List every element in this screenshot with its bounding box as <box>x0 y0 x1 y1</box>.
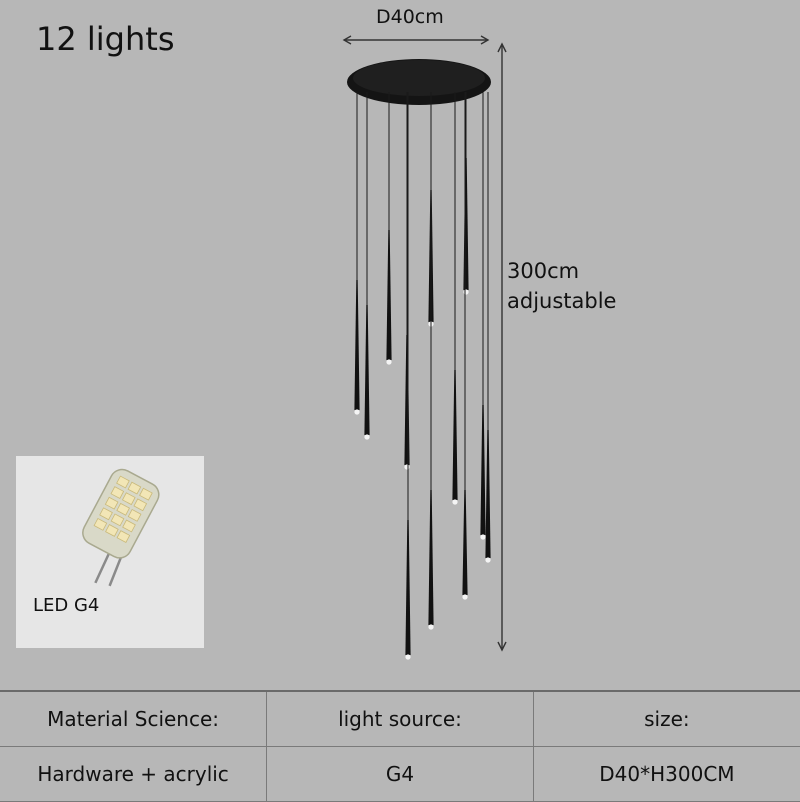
pendant-light <box>354 92 360 415</box>
height-note: adjustable <box>507 289 617 313</box>
spec-header-size: size: <box>532 690 800 747</box>
pendant-light <box>452 92 458 505</box>
pendant-light <box>404 92 410 470</box>
spec-header-row: Material Science: light source: size: <box>0 690 800 747</box>
bulb-label: LED G4 <box>33 595 100 616</box>
diameter-arrow <box>342 35 490 45</box>
spec-header-light-source: light source: <box>266 690 534 747</box>
pendant-light <box>405 92 411 660</box>
height-dimension: 300cm adjustable <box>507 256 616 316</box>
pendant-light <box>386 92 392 365</box>
page-title: 12 lights <box>36 20 175 58</box>
pendant-light <box>485 92 491 563</box>
led-bulb-icon <box>82 468 160 587</box>
pendant-light <box>480 92 486 540</box>
chandelier-illustration <box>342 35 507 660</box>
spec-value-row: Hardware + acrylic G4 D40*H300CM <box>0 746 800 802</box>
pendant-light <box>364 92 370 440</box>
bulb-inset: LED G4 <box>16 456 204 648</box>
height-arrow <box>497 42 507 652</box>
height-label: 300cm <box>507 259 580 283</box>
pendant-light <box>428 92 434 630</box>
spec-value-material: Hardware + acrylic <box>0 746 268 802</box>
pendant-light <box>463 92 469 295</box>
spec-value-size: D40*H300CM <box>532 746 800 802</box>
diameter-label: D40cm <box>376 6 444 28</box>
pendant-group <box>354 92 491 660</box>
spec-header-material: Material Science: <box>0 690 268 747</box>
pendant-light <box>462 92 468 600</box>
spec-table: Material Science: light source: size: Ha… <box>0 690 800 802</box>
spec-value-light-source: G4 <box>266 746 534 802</box>
